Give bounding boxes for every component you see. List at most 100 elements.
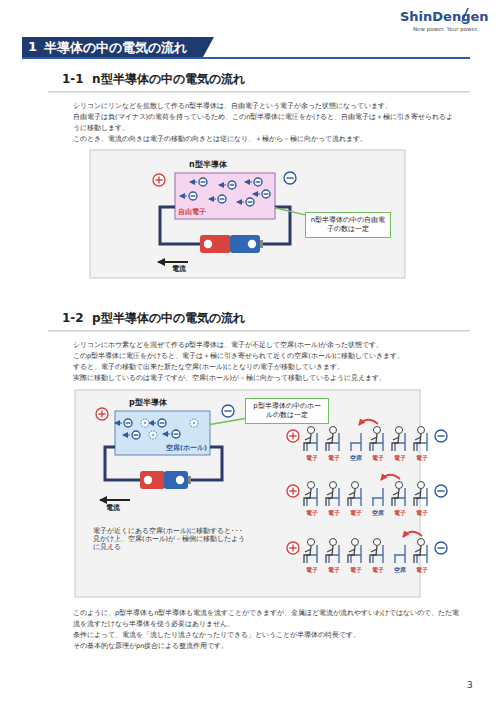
person-body [348, 546, 355, 563]
node-text: 空席(ホール) [166, 444, 207, 453]
current-arrow [100, 499, 130, 501]
minus-symbol [435, 485, 447, 497]
section-rule [48, 91, 470, 332]
person-body [392, 489, 399, 506]
minus-symbol [149, 431, 157, 439]
battery [140, 235, 263, 489]
title-band [22, 37, 470, 59]
minus-symbol [141, 419, 149, 427]
chair [350, 488, 361, 506]
minus-symbol [262, 190, 270, 198]
person-head [308, 427, 315, 434]
minus-mark [126, 422, 131, 423]
chair [416, 488, 427, 506]
plus-terminal [153, 174, 165, 186]
person-body [348, 489, 355, 506]
minus-mark [437, 435, 444, 436]
leader-line [275, 208, 305, 215]
person-head [330, 539, 337, 546]
minus-mark [437, 490, 444, 491]
chair [372, 488, 383, 506]
semiconductor-block [115, 411, 210, 455]
figure-panel [75, 390, 420, 597]
battery [140, 471, 165, 489]
move-arrow [123, 435, 130, 436]
minus-mark [178, 479, 182, 480]
body-text: シリコンにリンなどを拡散して作るn型半導体は、自由電子という電子が余った状態にな… [73, 101, 458, 112]
plus-terminal [145, 477, 152, 484]
minus-mark [256, 181, 261, 182]
minus-mark [134, 434, 139, 435]
minus-mark [160, 422, 165, 423]
section-rule [48, 330, 470, 332]
chair [372, 433, 383, 451]
minus-mark [191, 195, 196, 196]
chair [372, 545, 383, 563]
person-head [352, 482, 359, 489]
minus-mark [220, 198, 225, 199]
callout-box: n型半導体の中の自由電子の数は一定 [305, 212, 391, 238]
plus-mark [289, 432, 296, 439]
section-rule [48, 91, 470, 93]
person-head [396, 482, 403, 489]
hole-dot [152, 434, 154, 436]
person-head [418, 427, 425, 434]
battery [230, 235, 260, 253]
body-text: このp型半導体に電圧をかけると、電子は＋極に引き寄せられて近くの空席(ホール)に… [73, 351, 458, 362]
seat-label: 電子 [300, 509, 324, 517]
minus-mark [230, 184, 235, 185]
minus-symbol [246, 198, 254, 206]
tagline: New power. Your power. [413, 26, 478, 33]
seat-label: 空席 [366, 509, 390, 517]
plus-mark [146, 478, 150, 482]
minus-symbol [218, 195, 226, 203]
minus-symbol [254, 178, 262, 186]
minus-symbol [177, 477, 184, 484]
body-text: すると、電子の移動で出来た新たな空席(ホール)にとなりの電子が移動していきます。 [73, 362, 458, 373]
move-arrow [209, 199, 216, 200]
node-heading: p型半導体の中のホールの数は一定 [250, 402, 324, 420]
move-arrow [163, 434, 170, 435]
seat-label: 電子 [344, 566, 368, 574]
chair [350, 545, 361, 563]
plus-terminal [287, 430, 299, 442]
person-body [414, 489, 421, 506]
plus-mark [98, 410, 105, 417]
person-body [304, 434, 311, 451]
person-head [352, 539, 359, 546]
person-head [418, 482, 425, 489]
section-number: 1-2 [62, 311, 84, 326]
current-arrow [158, 261, 188, 263]
semiconductor-box: n型半導体自由電子 [175, 173, 275, 219]
plus-mark [289, 487, 296, 494]
person-body [370, 546, 377, 563]
body-text: このように、p型半導体もn型半導体も電流を流すことができますが、金属ほど電流が流… [73, 608, 463, 630]
move-arrow [219, 185, 226, 186]
current-label: 電流 [172, 265, 186, 274]
page-number: 3 [467, 680, 473, 691]
minus-symbol [222, 405, 234, 417]
battery [188, 476, 191, 484]
minus-symbol [132, 431, 140, 439]
person-head [418, 539, 425, 546]
seat-label: 電子 [388, 454, 412, 462]
person-body [414, 434, 421, 451]
seat-label: 電子 [366, 566, 390, 574]
minus-mark [250, 243, 254, 244]
move-arrow [237, 202, 244, 203]
person-body [304, 546, 311, 563]
minus-mark [174, 433, 179, 434]
minus-mark [224, 410, 231, 411]
semiconductor-block [175, 173, 275, 219]
callout-box: p型半導体の中のホールの数は一定 [245, 398, 329, 424]
chair [394, 488, 405, 506]
page-title: 半導体の中の電気の流れ [44, 39, 187, 57]
plus-terminal [205, 241, 212, 248]
chair [328, 488, 339, 506]
node-heading: n型半導体の中の自由電子の数は一定 [310, 216, 386, 234]
chair [328, 545, 339, 563]
move-arrow [149, 423, 156, 424]
body-text: シリコンにホウ素などを混ぜて作るp型半導体は、電子が不足して空席(ホール)が余っ… [73, 340, 458, 351]
person-body [326, 434, 333, 451]
